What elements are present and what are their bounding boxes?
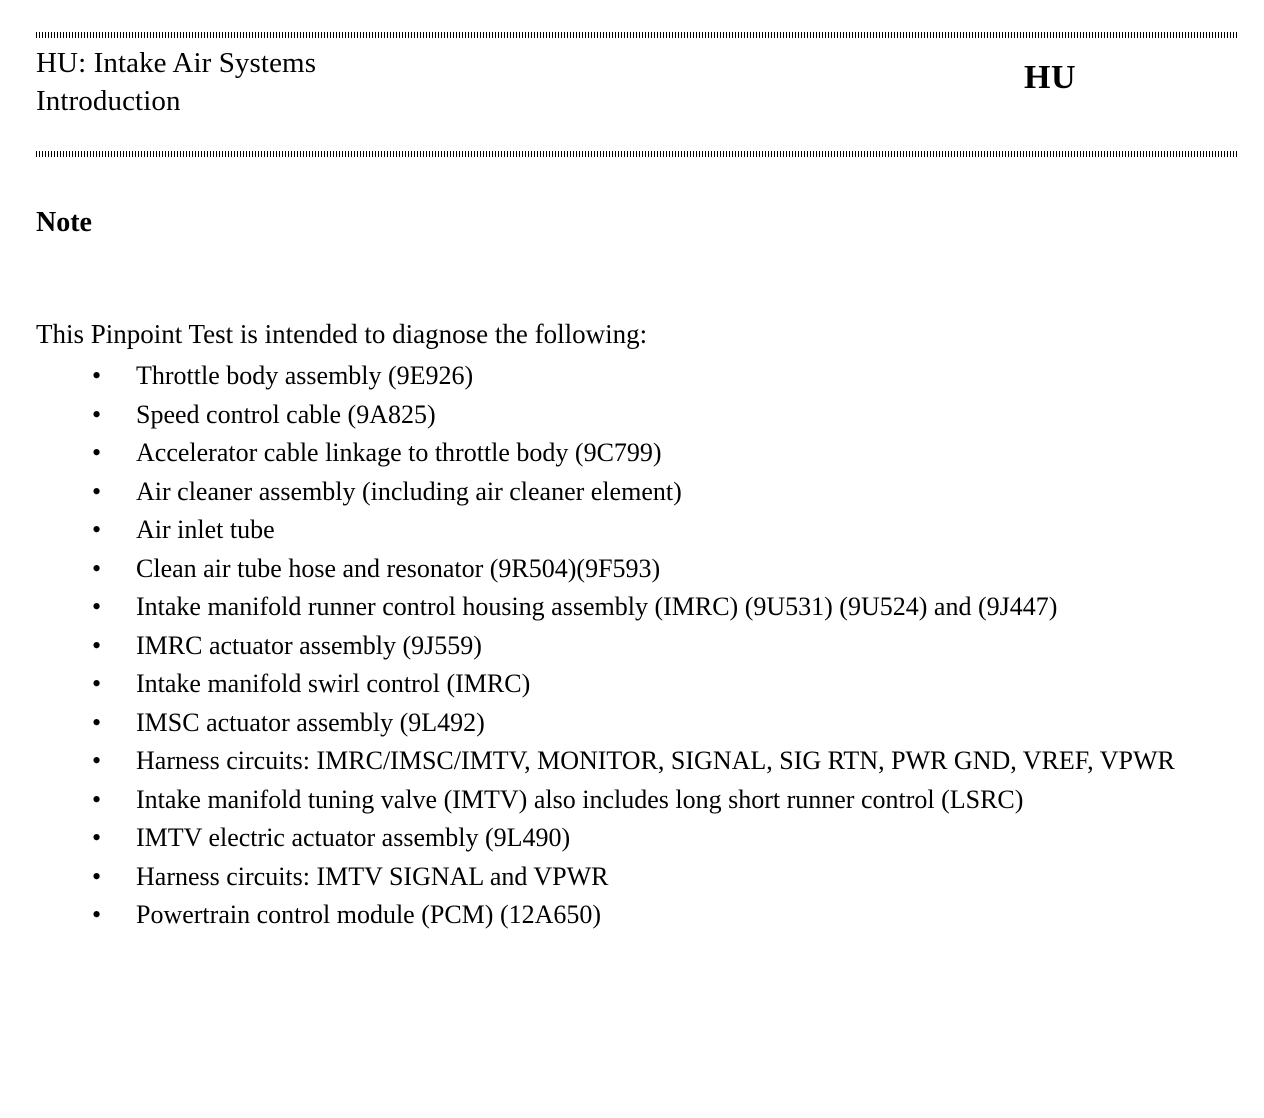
header-title-line-2: Introduction bbox=[36, 85, 181, 117]
bullet-icon: • bbox=[92, 515, 102, 544]
list-item-label: Air inlet tube bbox=[136, 515, 275, 544]
header-title-line-1: HU: Intake Air Systems bbox=[36, 47, 317, 79]
page-header: HU: Intake Air Systems Introduction HU bbox=[0, 44, 1264, 144]
list-item: • Air inlet tube bbox=[0, 511, 1264, 550]
list-item-label: Intake manifold tuning valve (IMTV) also… bbox=[136, 784, 1024, 814]
list-item: • Powertrain control module (PCM) (12A650… bbox=[0, 896, 1264, 935]
bullet-icon: • bbox=[92, 476, 102, 506]
bullet-icon: • bbox=[92, 361, 102, 390]
bullet-icon: • bbox=[92, 630, 102, 660]
list-item: • Clean air tube hose and resonator (9R50… bbox=[0, 550, 1264, 589]
bullet-icon: • bbox=[92, 707, 102, 737]
diagnose-bullet-list: • Throttle body assembly (9E926) • Speed co… bbox=[0, 357, 1264, 935]
bullet-icon: • bbox=[92, 438, 102, 467]
header-section-code-block: HU bbox=[900, 58, 1200, 98]
bullet-icon: • bbox=[92, 861, 102, 891]
list-item: • Air cleaner assembly (including air cle… bbox=[0, 473, 1264, 512]
list-item: • Harness circuits: IMTV SIGNAL and VPWR bbox=[0, 858, 1264, 897]
list-item-label: Air cleaner assembly (including air clea… bbox=[136, 476, 682, 506]
list-item-label: IMTV electric actuator assembly (9L490) bbox=[136, 823, 571, 852]
section-code: HU bbox=[1024, 59, 1076, 96]
list-item-label: Harness circuits: IMTV SIGNAL and VPWR bbox=[136, 861, 609, 891]
bullet-icon: • bbox=[92, 553, 102, 583]
list-item-label: Throttle body assembly (9E926) bbox=[136, 361, 474, 390]
list-item: • Throttle body assembly (9E926) bbox=[0, 357, 1264, 396]
list-item-label: Intake manifold swirl control (IMRC) bbox=[136, 669, 531, 698]
intro-paragraph: This Pinpoint Test is intended to diagno… bbox=[36, 319, 648, 349]
list-item: • Intake manifold runner control housing … bbox=[0, 588, 1264, 627]
note-heading: Note bbox=[36, 207, 92, 238]
header-top-rule bbox=[36, 32, 1238, 38]
header-bottom-rule bbox=[36, 151, 1238, 157]
list-item-label: IMRC actuator assembly (9J559) bbox=[136, 630, 482, 660]
list-item: • IMTV electric actuator assembly (9L490) bbox=[0, 819, 1264, 858]
bullet-icon: • bbox=[92, 900, 102, 929]
list-item: • Speed control cable (9A825) bbox=[0, 396, 1264, 435]
list-item-label: Accelerator cable linkage to throttle bo… bbox=[136, 438, 662, 467]
list-item: • Harness circuits: IMRC/IMSC/IMTV, MONIT… bbox=[0, 742, 1264, 781]
list-item-label: IMSC actuator assembly (9L492) bbox=[136, 707, 485, 737]
bullet-icon: • bbox=[92, 746, 102, 775]
list-item-label: Powertrain control module (PCM) (12A650) bbox=[136, 900, 602, 929]
list-item: • IMSC actuator assembly (9L492) bbox=[0, 704, 1264, 743]
list-item: • Accelerator cable linkage to throttle b… bbox=[0, 434, 1264, 473]
list-item-label: Harness circuits: IMRC/IMSC/IMTV, MONITO… bbox=[136, 746, 1175, 775]
list-item: • Intake manifold swirl control (IMRC) bbox=[0, 665, 1264, 704]
bullet-icon: • bbox=[92, 823, 102, 852]
bullet-icon: • bbox=[92, 669, 102, 698]
list-item-label: Clean air tube hose and resonator (9R504… bbox=[136, 553, 661, 583]
bullet-icon: • bbox=[92, 399, 102, 429]
bullet-icon: • bbox=[92, 784, 102, 814]
bullet-icon: • bbox=[92, 592, 102, 621]
list-item-label: Intake manifold runner control housing a… bbox=[136, 592, 1058, 621]
list-item-label: Speed control cable (9A825) bbox=[136, 399, 436, 429]
header-title-block: HU: Intake Air Systems Introduction bbox=[36, 44, 836, 120]
list-item: • Intake manifold tuning valve (IMTV) als… bbox=[0, 781, 1264, 820]
list-item: • IMRC actuator assembly (9J559) bbox=[0, 627, 1264, 666]
